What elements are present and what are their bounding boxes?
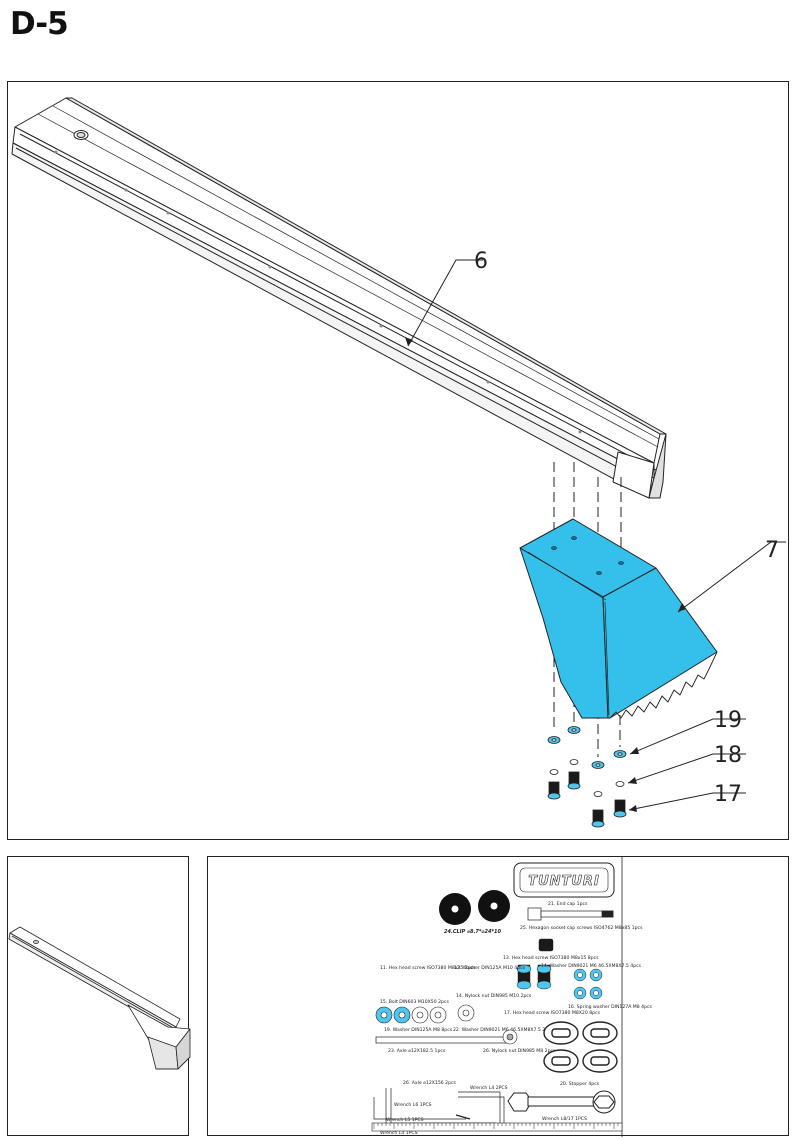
clip-size-label: 24.CLIP ⌀8.7*⌀24*10 <box>444 929 502 935</box>
end-cap-screw-icon <box>527 907 614 921</box>
item-socket-screw: 25. Hexagon socket cap screws ISO4762 M8… <box>520 925 643 931</box>
item-bolt-din603: 15. Bolt DIN603 M10X50 2pcs <box>380 999 449 1005</box>
axle-icon <box>375 1036 507 1044</box>
washer-large-icon <box>547 726 627 769</box>
item-washer-9021: 14. Washer DIN9021 M6 46.5XM8X7.5 4pcs <box>541 963 642 969</box>
item-wrench-l4-2: Wrench L4 2PCS <box>470 1085 508 1091</box>
callout-18-label: 18 <box>714 743 742 768</box>
hardware-kit-panel: TUNTURI 24.CLIP ⌀8.7*⌀24*10 21. End cap … <box>207 856 789 1137</box>
clip-icon <box>439 890 510 925</box>
assembly-drawing: 6 <box>11 97 786 828</box>
brand-logo: TUNTURI <box>513 862 615 898</box>
item-washer-m10: 12. Washer DIN125A M10 4pcs <box>454 965 526 971</box>
assembled-preview-panel <box>7 856 191 1136</box>
item-hex-screw-20: 17. Hex head screw ISO7380 M8X20 8pcs <box>504 1010 601 1016</box>
rail-part-6 <box>11 97 667 499</box>
callout-7-label: 7 <box>765 538 779 563</box>
item-nylock-m8: 26. Nylock nut DIN985 M8 2pcs <box>483 1048 556 1054</box>
callout-19: 19 <box>629 708 746 755</box>
item-washer-9021-2: 22. Washer DIN9021 M6 46.5XM8X7.5 2pcs <box>453 1027 554 1033</box>
callout-19-label: 19 <box>714 708 742 733</box>
callout-6: 6 <box>405 249 488 347</box>
callout-18: 18 <box>627 743 746 784</box>
item-spring-washer: 16. Spring washer DIN127A M8 4pcs <box>568 1004 653 1010</box>
item-wrench-l8-17: Wrench L8/17 1PCS <box>542 1116 587 1122</box>
brand-label: TUNTURI <box>528 874 600 889</box>
stopper-icon <box>543 1021 618 1073</box>
item-end-cap: 21. End cap 1pcs <box>548 901 588 907</box>
callout-17: 17 <box>628 782 746 812</box>
hex-screw-icon <box>516 938 554 990</box>
nylock-nut-icon <box>502 1029 518 1045</box>
spring-washer-icon <box>573 968 603 1000</box>
item-wrench-l4-1: Wrench L4 1PCS <box>380 1130 418 1136</box>
assembled-preview-drawing <box>8 926 191 1070</box>
foot-part-7 <box>519 518 718 719</box>
item-hex-screw-35: 11. Hex head screw ISO7380 M8x35 2pcs <box>380 965 476 971</box>
hardware-set <box>547 726 627 828</box>
item-axle-156: 26. Axle ⌀12X156 2pcs <box>403 1080 457 1086</box>
washer-icon <box>375 1004 475 1024</box>
step-title: D-5 <box>10 6 69 42</box>
hardware-kit-drawing: TUNTURI 24.CLIP ⌀8.7*⌀24*10 21. End cap … <box>371 857 653 1137</box>
item-wrench-l5: Wrench L5 1PCS <box>386 1117 424 1123</box>
assembly-diagram-panel: 6 <box>7 81 789 840</box>
ruler-icon <box>371 1122 623 1132</box>
item-washer-m8: 19. Washer DIN125A M8 8pcs <box>384 1027 453 1033</box>
item-stopper: 20. Stopper 4pcs <box>560 1081 600 1087</box>
item-nylock-m10: 14. Nylock nut DIN985 M10 2pcs <box>456 993 532 999</box>
item-axle-182: 23. Axle ⌀12X182.5 1pcs <box>388 1048 446 1054</box>
item-hex-screw-15: 13. Hex head screw ISO7380 M8x15 8pcs <box>503 955 599 961</box>
item-wrench-l6: Wrench L6 1PCS <box>394 1102 432 1108</box>
callout-7: 7 <box>677 538 786 613</box>
washer-small-icon <box>549 759 625 797</box>
bolt-icon <box>547 771 627 828</box>
callout-6-label: 6 <box>474 249 488 274</box>
callout-17-label: 17 <box>714 782 742 807</box>
combination-wrench-icon <box>507 1090 616 1114</box>
